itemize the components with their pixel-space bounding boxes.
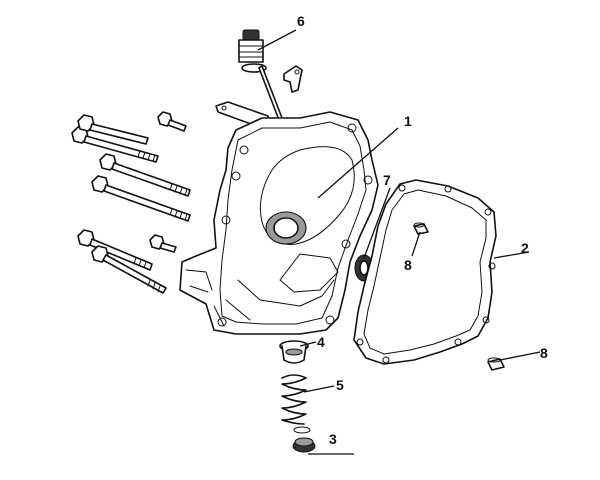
callout-7: 7 xyxy=(383,172,391,188)
bolt-icon xyxy=(157,111,187,132)
callout-3: 3 xyxy=(329,431,337,447)
bracket xyxy=(283,65,303,93)
callout-4: 4 xyxy=(317,334,325,350)
callout-2: 2 xyxy=(521,240,529,256)
callout-8-upper: 8 xyxy=(404,257,412,273)
crankcase-cover-icon xyxy=(179,111,379,335)
oil-filler-plug xyxy=(238,29,283,121)
bolt-icon xyxy=(77,114,149,145)
bolt-icon xyxy=(149,234,177,253)
callout-1: 1 xyxy=(404,113,412,129)
bolt-icon xyxy=(99,153,191,197)
bolt-icon xyxy=(91,175,191,222)
leader-lines xyxy=(257,29,541,455)
dowel-pin xyxy=(487,357,505,371)
strainer-cap xyxy=(279,340,309,364)
bolt-icon xyxy=(71,126,159,163)
drain-plug xyxy=(292,426,316,453)
spring xyxy=(281,374,307,425)
callout-8-lower: 8 xyxy=(540,345,548,361)
bolt-icon xyxy=(91,245,167,294)
bolt-icon xyxy=(77,229,153,271)
dowel-pin xyxy=(413,222,429,235)
callout-6: 6 xyxy=(297,13,305,29)
gasket-icon xyxy=(353,179,497,365)
callout-5: 5 xyxy=(336,377,344,393)
